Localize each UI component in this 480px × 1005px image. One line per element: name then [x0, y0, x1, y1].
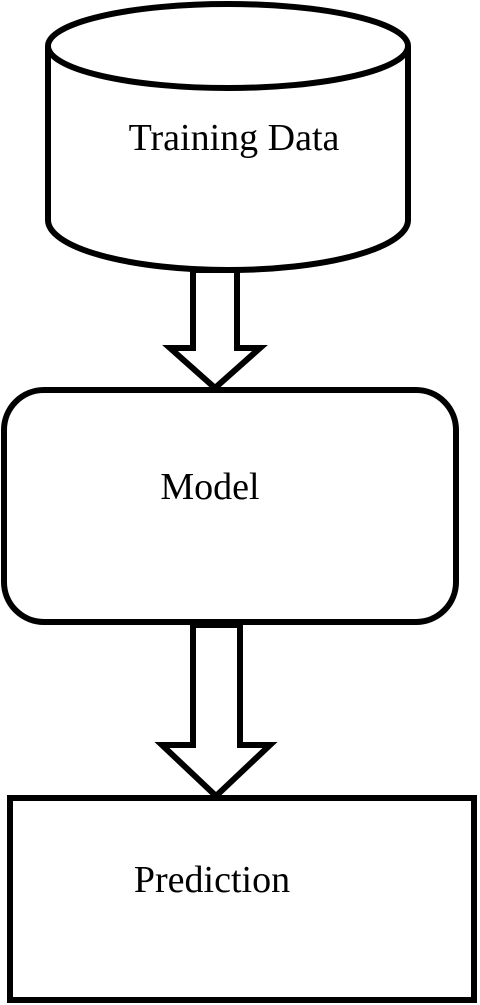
prediction-box	[7, 795, 477, 1003]
prediction-label: Prediction	[134, 859, 290, 901]
training-data-label: Training Data	[129, 117, 340, 159]
model-node: Model	[1, 387, 459, 625]
training-data-node: Training Data	[45, 1, 411, 273]
model-label: Model	[160, 466, 259, 508]
prediction-node: Prediction	[7, 795, 477, 1003]
training-data-cylinder-top	[45, 1, 411, 91]
arrow-training-to-model	[162, 267, 268, 393]
arrow-model-to-prediction	[154, 622, 278, 801]
